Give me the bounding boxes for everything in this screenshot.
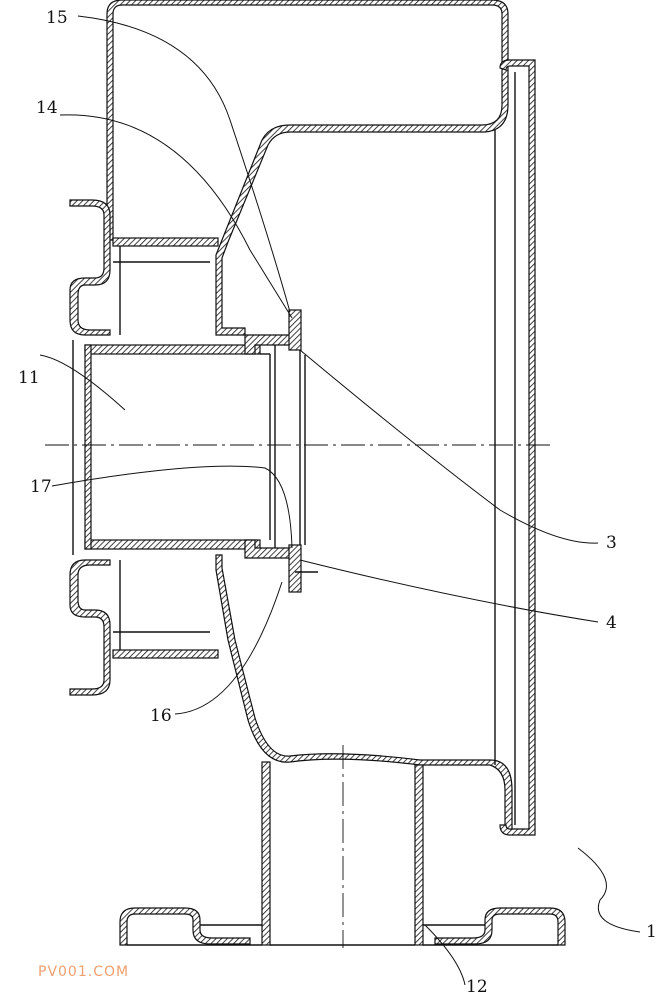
label-12: 12 — [466, 977, 488, 997]
label-17: 17 — [30, 477, 52, 497]
outlet-flange-right — [494, 59, 536, 836]
leader-lines — [39, 15, 641, 986]
inlet-pipe — [84, 309, 306, 593]
label-16: 16 — [150, 706, 172, 726]
outlet-pipe-bottom — [119, 761, 566, 946]
label-3: 3 — [606, 533, 617, 553]
label-14: 14 — [36, 98, 58, 118]
label-4: 4 — [606, 613, 617, 633]
label-11: 11 — [18, 368, 40, 388]
inlet-flange-left — [69, 199, 219, 696]
label-15: 15 — [46, 8, 68, 28]
watermark: PV001.COM — [38, 964, 130, 980]
label-1: 1 — [646, 922, 657, 942]
